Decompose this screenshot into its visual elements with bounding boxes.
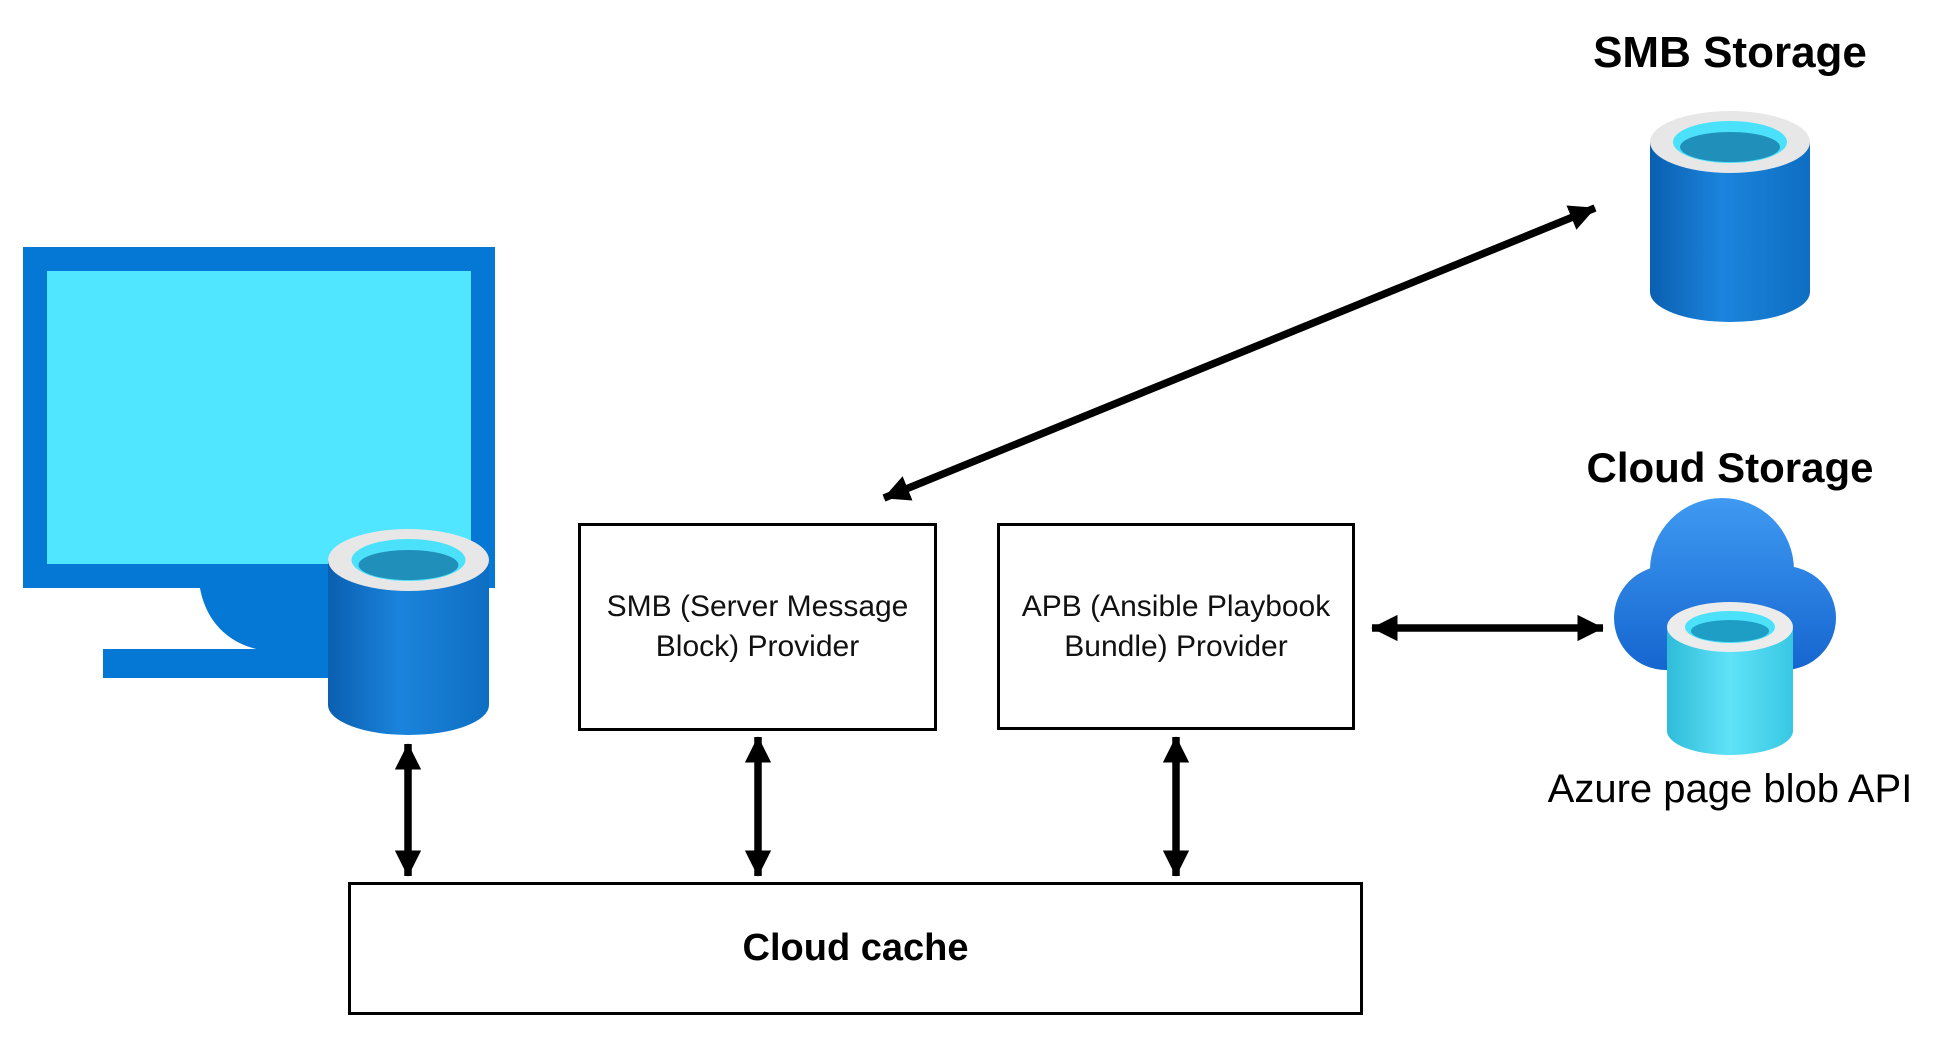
smb-provider-box: SMB (Server Message Block) Provider — [578, 523, 937, 731]
azure-page-blob-api-caption: Azure page blob API — [1547, 767, 1913, 811]
cloud-cache-box-label: Cloud cache — [742, 926, 969, 969]
smb-provider-box-label: SMB (Server Message Block) Provider — [606, 590, 909, 663]
cloud-storage-title: Cloud Storage — [1586, 444, 1874, 491]
arrow-provider-to-smb-storage — [882, 204, 1597, 502]
client-database-icon — [328, 529, 489, 736]
apb-provider-box: APB (Ansible Playbook Bundle) Provider — [997, 523, 1355, 730]
smb-storage-database-icon — [1650, 111, 1810, 322]
smb-storage-title: SMB Storage — [1593, 28, 1867, 77]
client-computer-icon — [23, 247, 495, 678]
cloud-storage-icon — [1614, 498, 1836, 755]
arrows — [394, 204, 1604, 877]
cloud-cache-box: Cloud cache — [348, 882, 1363, 1015]
apb-provider-box-label: APB (Ansible Playbook Bundle) Provider — [1021, 589, 1331, 663]
cloud-database-icon — [1667, 602, 1793, 755]
